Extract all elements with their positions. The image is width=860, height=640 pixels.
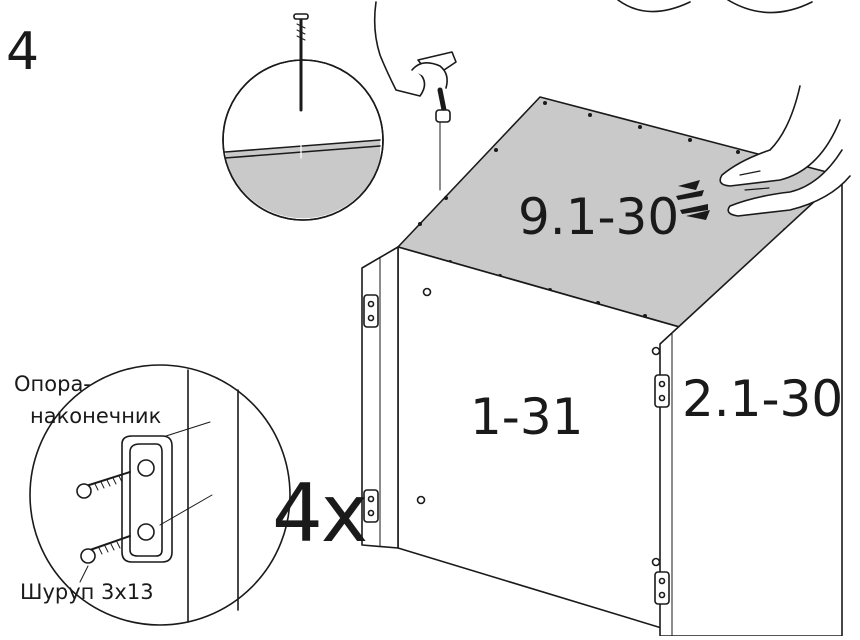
part-label-side-panel: 2.1-30 (682, 370, 844, 428)
previous-detail-circle-right (727, 0, 813, 14)
step-number: 4 (6, 22, 40, 82)
push-arrows-icon (676, 180, 710, 220)
screw-label: Шуруп 3x13 (20, 580, 154, 604)
quantity-label: 4x (272, 467, 368, 560)
nail-icon (293, 13, 309, 159)
nail-detail-circle (222, 59, 384, 221)
hands-pressing-icon (719, 85, 851, 217)
part-label-front-panel: 1-31 (470, 388, 584, 446)
screw-leader (159, 494, 213, 526)
foot-support-label-line1: Опора- (14, 372, 91, 396)
foot-supports (363, 294, 670, 605)
screw-label-leader (79, 565, 89, 583)
previous-detail-circle-left (617, 0, 691, 13)
foot-support-label-line2: наконечник (30, 404, 162, 428)
part-label-top-panel: 9.1-30 (518, 188, 680, 246)
hammer-icon (373, 1, 457, 123)
foot-support-leader (165, 421, 211, 437)
foot-support-detail-circle (29, 364, 291, 626)
